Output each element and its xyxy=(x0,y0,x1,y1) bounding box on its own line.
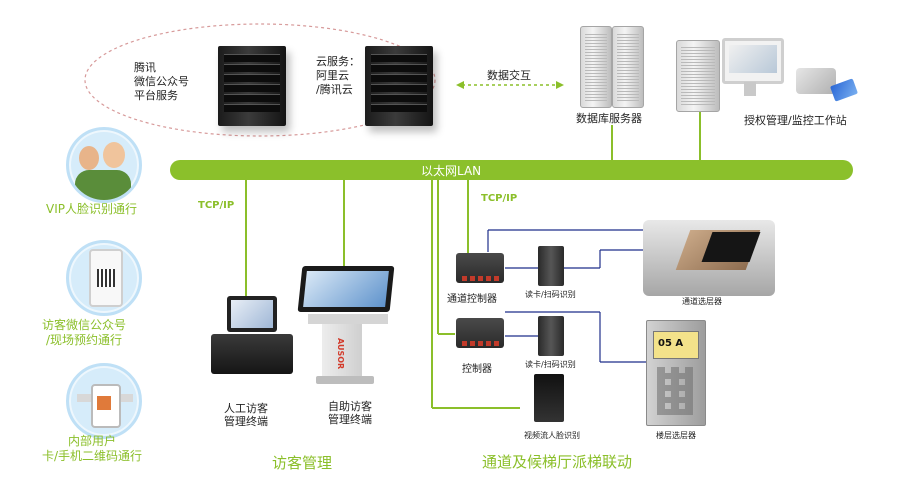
manual-terminal-label: 人工访客 管理终端 xyxy=(224,402,268,428)
cloud-boundary xyxy=(84,23,436,137)
wechat-visitor-label: 访客微信公众号 /现场预约通行 xyxy=(42,318,127,347)
tcpip-label-left: TCP/IP xyxy=(198,200,235,211)
channel-floor-selector-icon xyxy=(643,220,775,296)
card-qr-reader-icon-1 xyxy=(538,246,564,286)
floor-display-text: 05 A xyxy=(658,338,684,349)
face-camera-icon xyxy=(534,374,564,422)
channel-controller-label: 通道控制器 xyxy=(447,294,497,305)
channel-section-title: 通道及候梯厅派梯联动 xyxy=(482,453,633,471)
kiosk-brand-text: AUSOR xyxy=(336,338,345,370)
self-service-kiosk-icon: AUSOR xyxy=(296,266,396,386)
vip-face-label: VIP人脸识别通行 xyxy=(46,202,137,216)
database-server-icon-2 xyxy=(612,26,644,108)
tencent-service-label: 腾讯 微信公众号 平台服务 xyxy=(134,61,189,102)
qr-phone-icon xyxy=(66,363,142,439)
data-exchange-label: 数据交互 xyxy=(487,69,531,82)
database-server-label: 数据库服务器 xyxy=(576,112,642,125)
vip-face-avatar-icon xyxy=(66,127,142,203)
card-qr-reader-label-2: 读卡/扫码识别 xyxy=(525,360,576,369)
cloud-server-rack-icon xyxy=(365,46,433,126)
lan-label: 以太网LAN xyxy=(421,164,482,178)
channel-floor-selector-label: 通道选层器 xyxy=(682,297,722,306)
wechat-phone-icon xyxy=(66,240,142,316)
self-terminal-label: 自助访客 管理终端 xyxy=(328,400,372,426)
cloud-service-label: 云服务： 阿里云 /腾讯云 xyxy=(316,55,360,96)
controller-label: 控制器 xyxy=(462,364,492,375)
workstation-label: 授权管理/监控工作站 xyxy=(744,114,847,127)
database-server-icon xyxy=(580,26,612,108)
manual-terminal-icon xyxy=(205,296,295,378)
tencent-server-rack-icon xyxy=(218,46,286,126)
card-qr-reader-icon-2 xyxy=(538,316,564,356)
channel-controller-icon xyxy=(456,253,504,283)
workstation-tower-icon xyxy=(676,40,720,112)
face-recognition-label: 视频流人脸识别 xyxy=(524,431,580,440)
lobby-floor-selector-label: 楼层选层器 xyxy=(656,431,696,440)
internal-user-label: 内部用户 卡/手机二维码通行 xyxy=(42,434,143,463)
lobby-floor-selector-icon: 05 A xyxy=(646,320,706,426)
monitor-icon xyxy=(722,38,784,84)
card-reader-icon xyxy=(796,68,836,94)
tcpip-label-right: TCP/IP xyxy=(481,193,518,204)
visitor-section-title: 访客管理 xyxy=(272,454,333,472)
ethernet-lan-bar xyxy=(170,160,853,180)
card-qr-reader-label-1: 读卡/扫码识别 xyxy=(525,290,576,299)
controller-icon xyxy=(456,318,504,348)
